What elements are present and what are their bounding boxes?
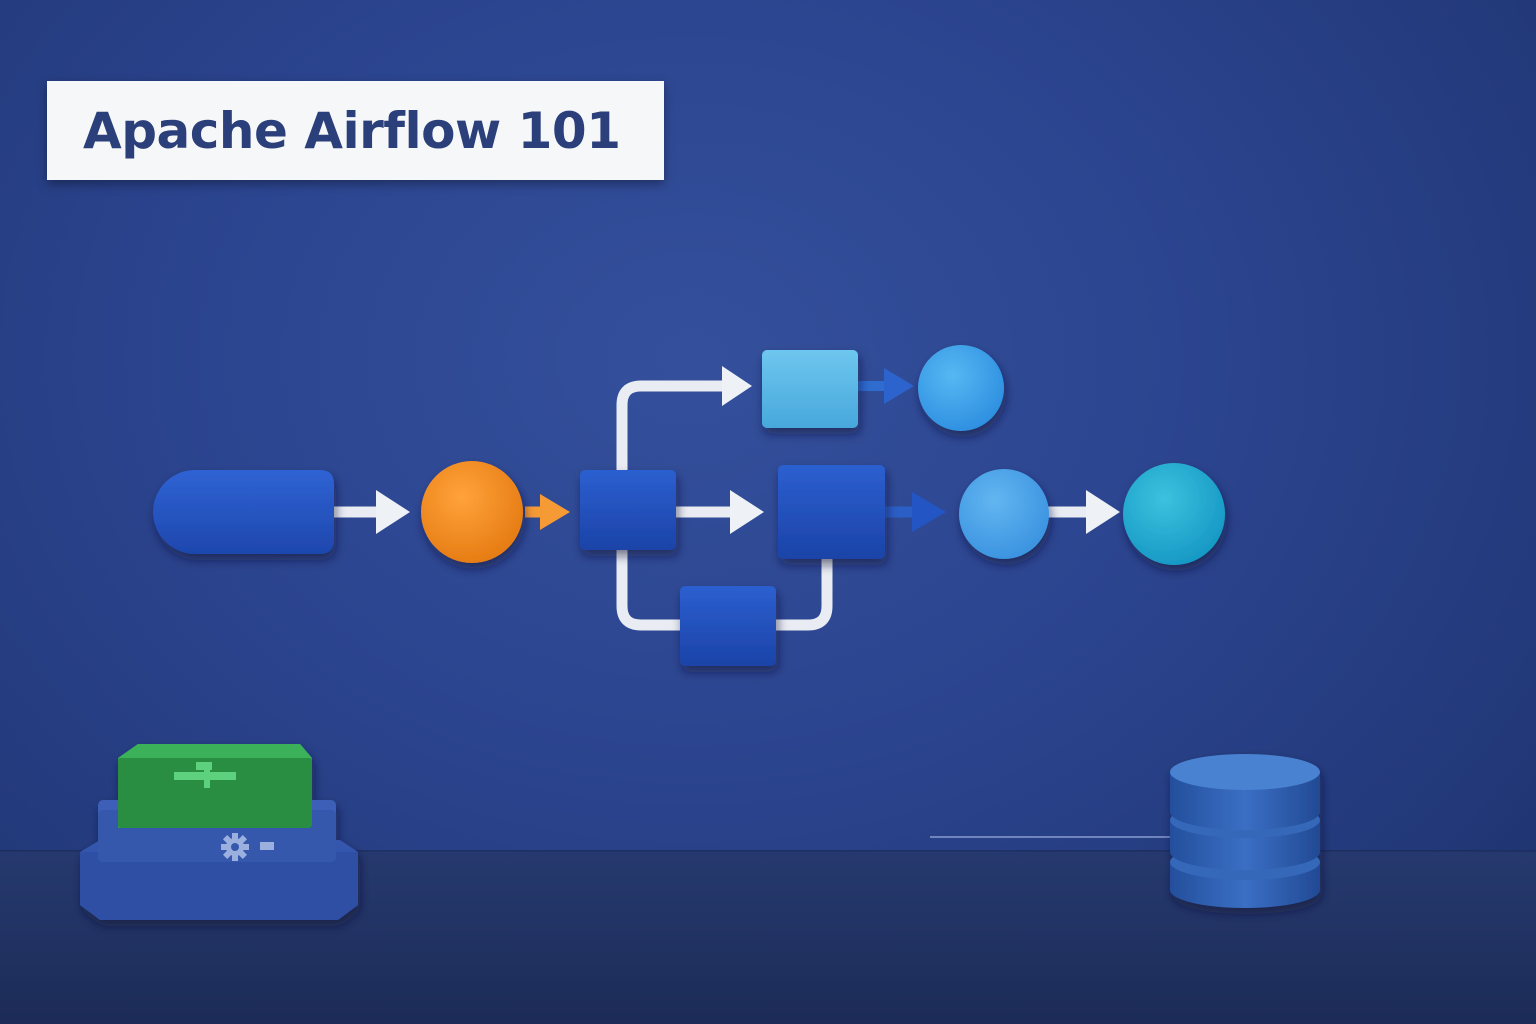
workflow-icon — [174, 762, 236, 788]
final-end-node — [1123, 463, 1225, 565]
arrow-icon — [1086, 490, 1120, 534]
arrow-icon — [730, 490, 764, 534]
nodes — [153, 345, 1225, 666]
connector-branch-bottom — [616, 544, 696, 631]
connector-merge-bottom — [764, 554, 833, 631]
arrow-icon — [912, 492, 946, 532]
circle-task-node — [959, 469, 1049, 559]
connector-branch-top — [616, 380, 736, 476]
dag-start-node — [153, 470, 334, 554]
page-title: Apache Airflow 101 — [83, 101, 621, 160]
arrow-icon — [722, 366, 752, 406]
top-end-node — [918, 345, 1004, 431]
title-card: Apache Airflow 101 — [47, 81, 664, 180]
branch-task-node — [580, 470, 676, 550]
arrow-icon — [540, 494, 570, 530]
connectors — [324, 380, 1101, 631]
orange-task-node — [421, 461, 523, 563]
database-icon — [1170, 754, 1320, 908]
top-task-node — [762, 350, 858, 428]
gear-icon — [221, 833, 249, 861]
bottom-task-node — [680, 586, 776, 666]
main-task-node — [778, 465, 885, 559]
status-indicator — [260, 842, 274, 850]
arrow-heads — [376, 366, 1120, 534]
arrow-icon — [884, 368, 914, 404]
arrow-icon — [376, 490, 410, 534]
stacked-modules — [80, 744, 358, 920]
